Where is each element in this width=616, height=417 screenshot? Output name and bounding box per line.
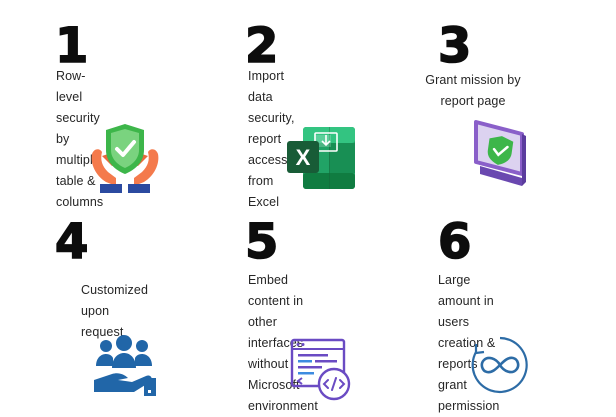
feature-4-text: Customized upon request [81,283,148,339]
feature-3-number: 3 [437,18,472,74]
feature-2-number: 2 [244,18,279,74]
monitor-shield-icon [474,120,526,186]
feature-6-text: Large amount in users creation & reports… [438,273,500,413]
feature-1-number: 1 [54,18,89,74]
infinity-icon [471,336,528,394]
excel-letter: X [296,145,311,170]
feature-5-number: 5 [244,214,279,270]
feature-1-text: Row-level security by multiple table & c… [56,69,104,209]
team-hand-icon [94,335,156,396]
feature-5-text: Embed content in other interfaces withou… [248,273,318,413]
embed-code-icon [290,338,351,401]
feature-6-number: 6 [437,214,472,270]
shield-hands-icon [91,124,159,193]
excel-icon: X [287,127,355,189]
feature-2-text: Import data security, report access from… [248,69,295,209]
feature-3-text: Grant mission by report page [425,73,521,108]
feature-4-number: 4 [54,214,89,270]
